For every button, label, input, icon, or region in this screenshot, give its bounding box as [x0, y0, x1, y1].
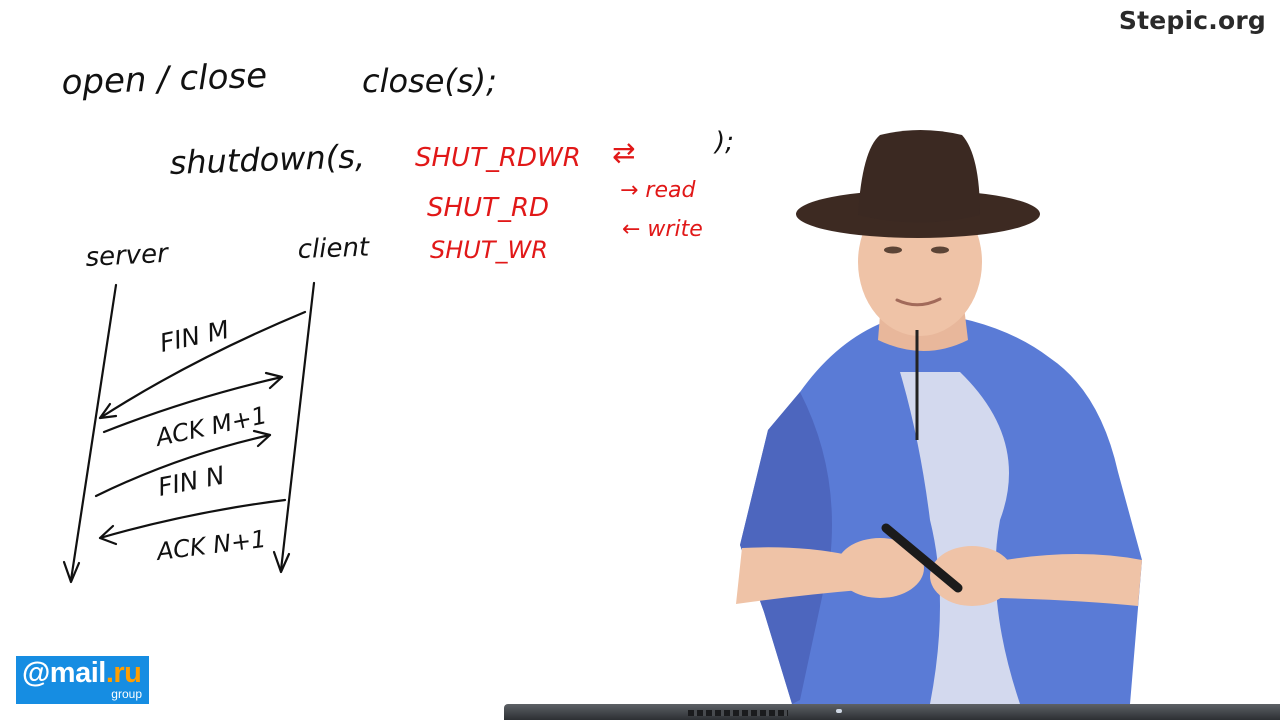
laptop-power-led [836, 709, 842, 713]
presenter-right-forearm [1000, 554, 1142, 606]
presenter-hat-crown [858, 130, 980, 223]
ack-m-arrow [102, 375, 284, 434]
client-timeline-arrowhead [272, 550, 291, 574]
fin-n-arrow [94, 433, 272, 498]
fin-m-arrow [98, 310, 307, 420]
mailru-group-logo: @mail.ru group [16, 656, 149, 704]
client-timeline [279, 281, 316, 572]
close-call-text: close(s); [362, 62, 497, 100]
shutdown-close-text: ); [713, 127, 734, 157]
server-label: server [85, 239, 171, 273]
open-close-text: open / close [61, 56, 268, 103]
mailru-brand-suffix: .ru [105, 657, 142, 689]
presenter-mouth [895, 297, 942, 307]
presenter-shirt-light-band [900, 372, 1020, 704]
option-shut-rd: SHUT_RD [427, 193, 549, 223]
option-shut-rdwr-note: ⇄ [612, 136, 635, 169]
presenter-right-hand [930, 546, 1014, 606]
fin-n-arrowhead [252, 429, 272, 448]
laptop-edge [504, 704, 1280, 720]
option-shut-rdwr: SHUT_RDWR [415, 143, 581, 173]
stepic-watermark: Stepic.org [1118, 6, 1266, 35]
option-shut-wr-note: ← write [622, 217, 703, 242]
presenter-left-eye [884, 246, 902, 254]
server-timeline-arrowhead [62, 560, 81, 584]
ack-m-arrowhead [264, 371, 284, 390]
ack-n-arrow [98, 498, 287, 540]
presenter-left-hand [836, 538, 924, 598]
mailru-brand-prefix: @mail [22, 657, 106, 689]
presenter-left-forearm [736, 547, 860, 604]
shutdown-call-text: shutdown(s, [169, 137, 366, 182]
ack-n-arrowhead [98, 524, 118, 546]
msg-ack-n: ACK N+1 [153, 525, 267, 566]
presenter [736, 130, 1142, 704]
mailru-group-tagline: group [111, 687, 142, 701]
option-shut-wr: SHUT_WR [430, 236, 548, 264]
mailru-brand-text: @mail.ru [22, 657, 142, 690]
marker-pen [881, 523, 963, 593]
client-label: client [297, 232, 370, 265]
server-timeline [69, 283, 118, 582]
laptop-speaker-grille [688, 710, 788, 716]
fin-m-arrowhead [98, 402, 118, 420]
presenter-right-eye [931, 246, 949, 254]
option-shut-rd-note: → read [620, 178, 696, 203]
